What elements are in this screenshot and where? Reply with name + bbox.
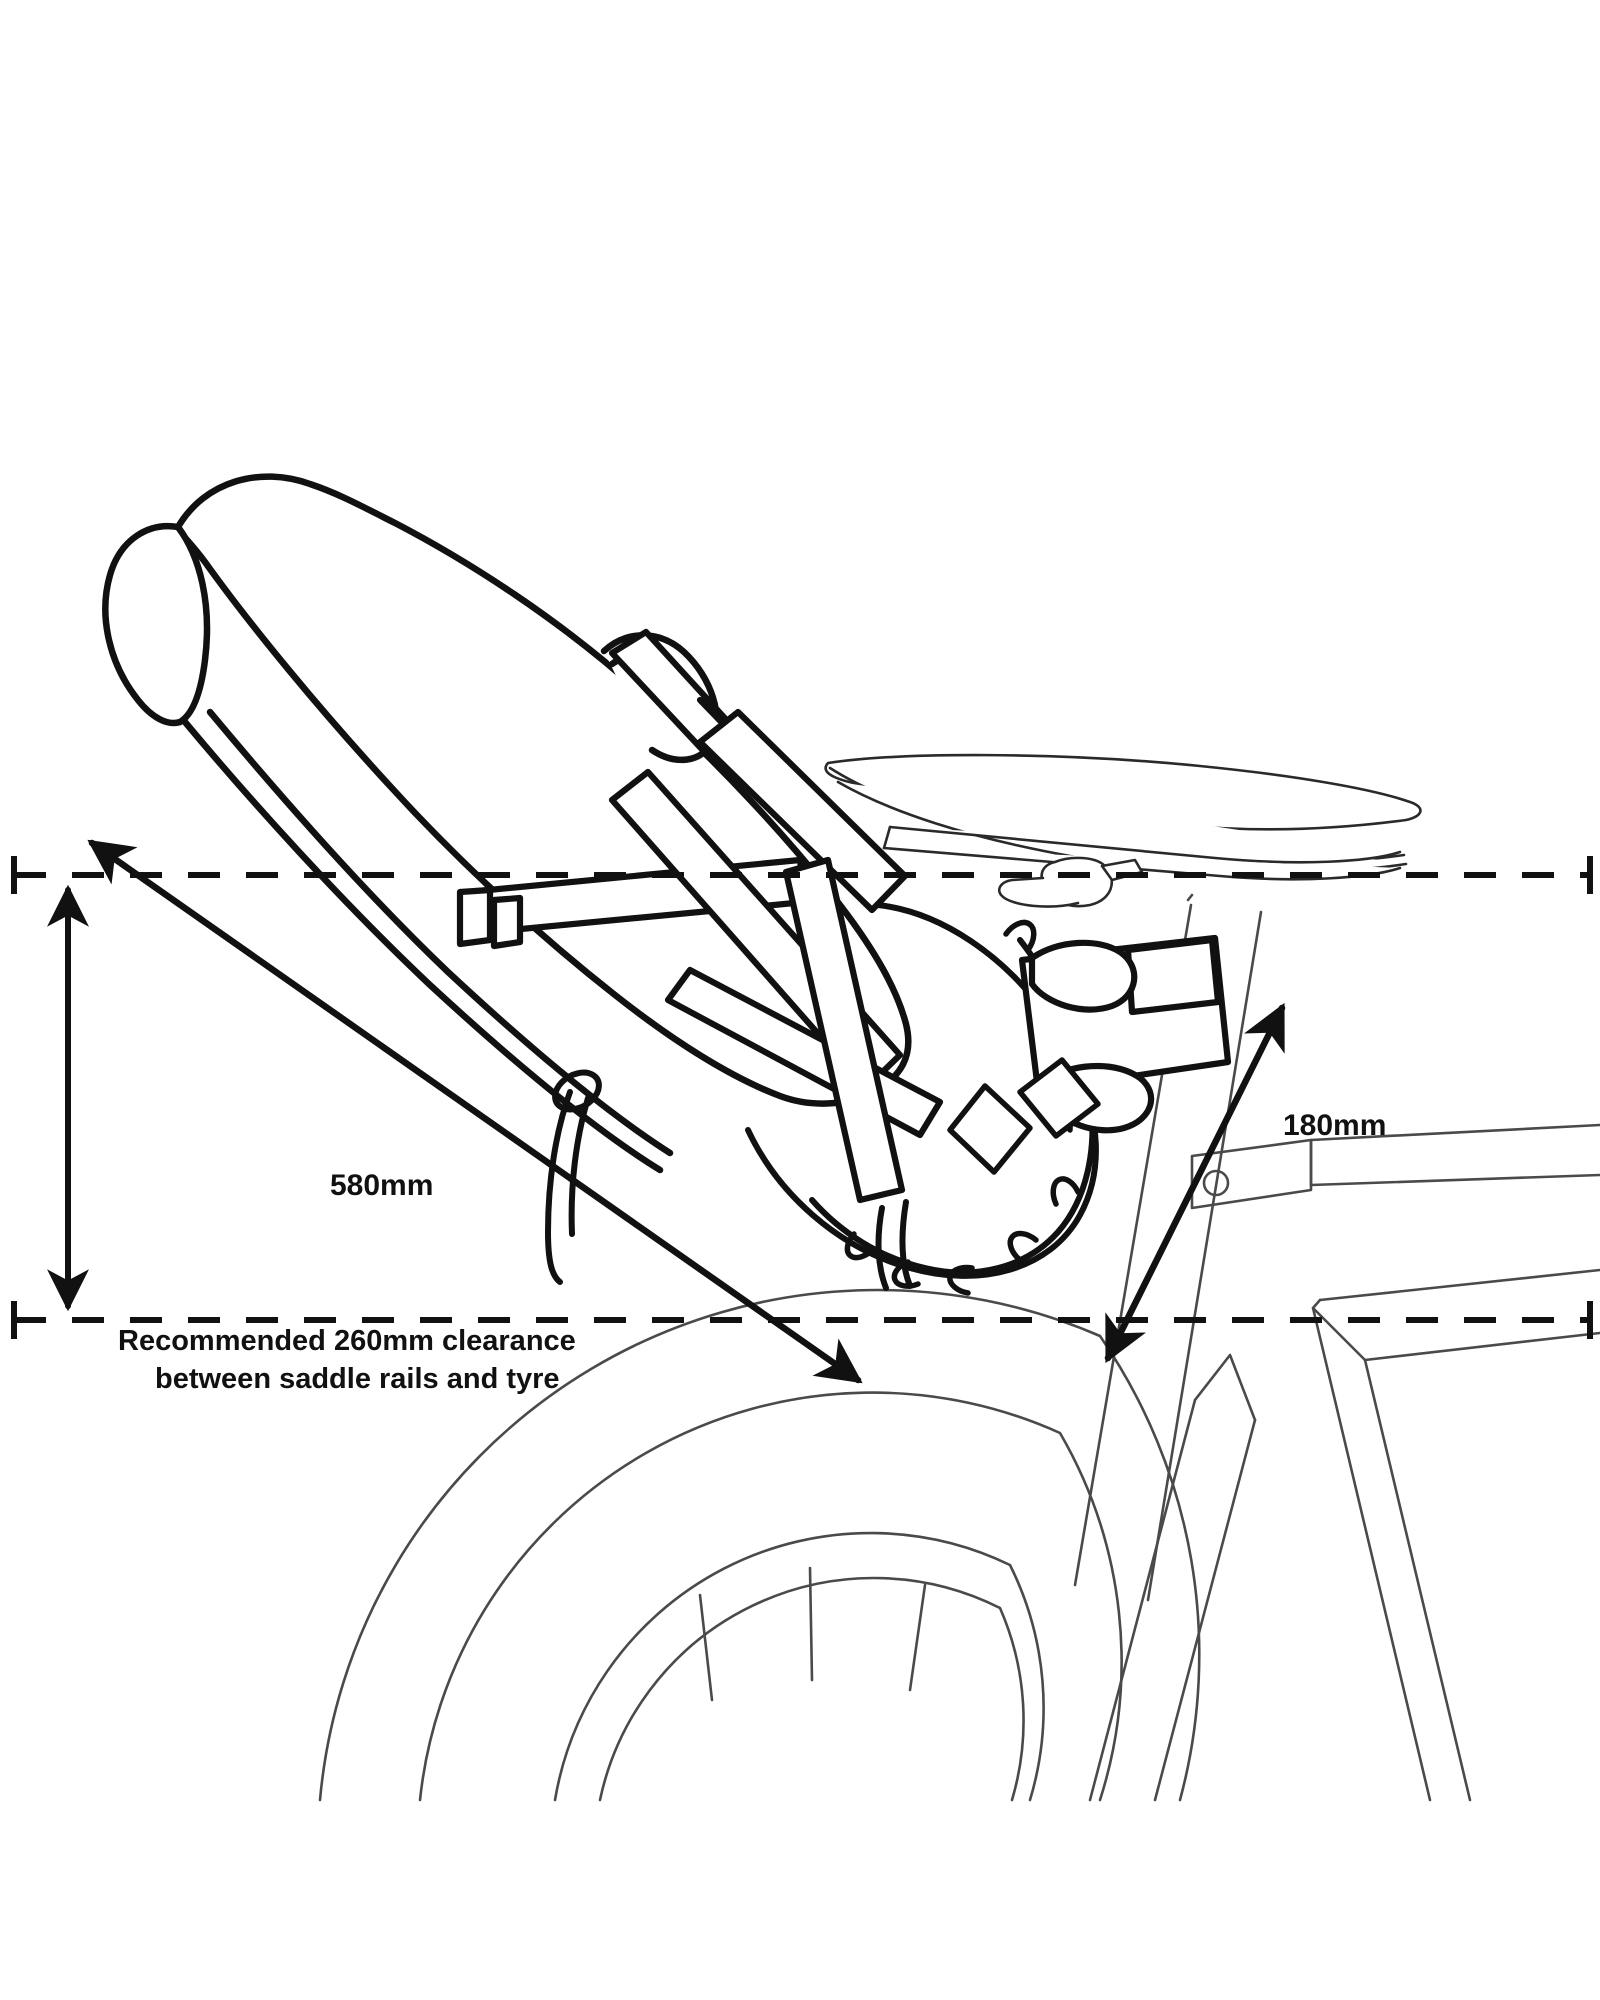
height-dimension-label: 180mm <box>1283 1109 1386 1142</box>
cam-buckle-lever <box>1124 936 1222 1016</box>
strap-buckle-left-bar <box>490 894 524 950</box>
seat-stay-upper-b <box>1309 1173 1600 1187</box>
reflective-patch-group <box>947 1083 1033 1175</box>
dimension-labels-group: 580mm 180mm Recommended 260mm clearance … <box>118 1109 1386 1395</box>
reflective-patch <box>947 1083 1033 1175</box>
strap-tag <box>1017 1057 1101 1139</box>
top-tube-lower <box>1363 1331 1600 1362</box>
seatpost-strap <box>1028 939 1138 1013</box>
clearance-note-line-2: between saddle rails and tyre <box>155 1363 560 1395</box>
seat-stay-lower-b <box>1088 1398 1197 1802</box>
clearance-note-line-1: Recommended 260mm clearance <box>118 1325 576 1357</box>
cord-loop <box>1007 1230 1039 1263</box>
saddle-clamp-detail <box>998 876 1080 908</box>
chain-stay-b <box>1363 1358 1472 1802</box>
top-tube-upper <box>1318 1268 1600 1302</box>
length-dimension-label: 580mm <box>330 1169 433 1202</box>
cord-loop <box>947 1264 975 1296</box>
cord-tail-right <box>875 1205 889 1291</box>
cord-tail-right-b <box>899 1199 913 1289</box>
cord-loop <box>1050 1176 1081 1207</box>
height-dimension-arrow <box>1104 1002 1286 1364</box>
spoke-1 <box>698 1593 714 1702</box>
seat-stay-lower-a <box>1153 1418 1257 1802</box>
bicycle-saddle-group <box>824 753 1422 908</box>
pack-roll-seam <box>174 523 211 726</box>
spoke-3 <box>908 1583 927 1692</box>
saddle-rail-cap <box>882 825 892 850</box>
chain-stay <box>1311 1306 1432 1802</box>
dimension-arrows-group <box>47 839 1286 1384</box>
rear-rim-inner <box>598 1576 1025 1802</box>
strap-tag-group <box>1017 1057 1101 1139</box>
length-dimension-arrow <box>87 839 863 1384</box>
strap-buckle-left <box>456 886 494 948</box>
pack-roll-end <box>102 522 184 727</box>
cord-loop <box>1003 919 1037 953</box>
saddle-rail-top <box>888 825 1402 864</box>
rear-rim-outer <box>553 1531 1045 1802</box>
rear-tyre-inner <box>418 1391 1123 1802</box>
seat-stay-upper <box>1309 1123 1600 1142</box>
seatpost-lower <box>1186 893 1194 902</box>
spoke-2 <box>808 1566 814 1682</box>
